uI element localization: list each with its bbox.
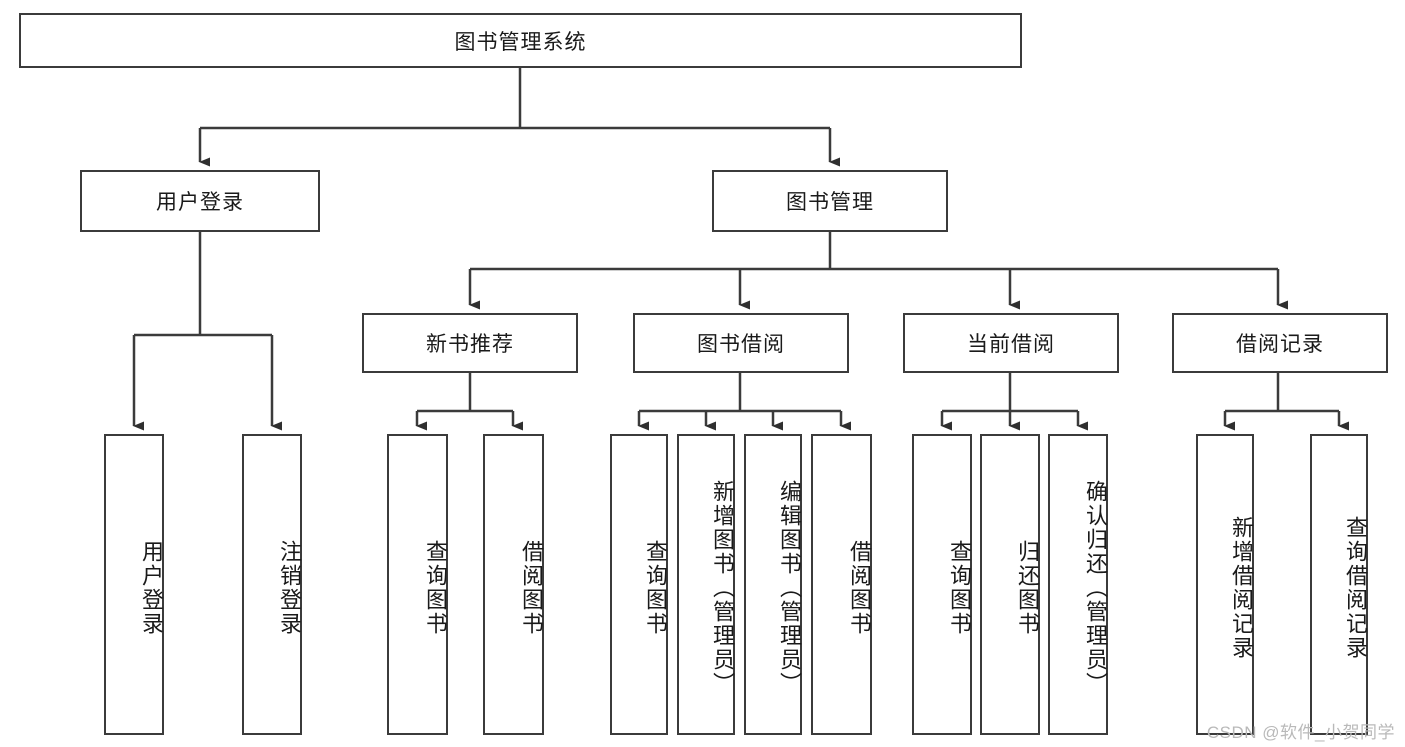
leaf-query-book-borrow[interactable]: 查询图书 — [610, 434, 668, 735]
leaf-query-book-recommend[interactable]: 查询图书 — [387, 434, 448, 735]
node-root-label: 图书管理系统 — [454, 30, 587, 54]
leaf-logout[interactable]: 注销登录 — [242, 434, 302, 735]
node-current-borrow[interactable]: 当前借阅 — [903, 313, 1119, 373]
leaf-user-login-label: 用户登录 — [139, 539, 164, 636]
node-new-book-recommend-label: 新书推荐 — [426, 333, 514, 356]
node-book-borrow[interactable]: 图书借阅 — [633, 313, 849, 373]
leaf-add-borrow-record[interactable]: 新增借阅记录 — [1196, 434, 1254, 735]
leaf-user-login[interactable]: 用户登录 — [104, 434, 164, 735]
node-book-manage[interactable]: 图书管理 — [712, 170, 948, 232]
leaf-add-book-admin-label: 新增图书（管理员） — [710, 479, 735, 696]
leaf-query-book-recommend-label: 查询图书 — [423, 539, 448, 636]
node-user-login-label: 用户登录 — [156, 191, 244, 214]
leaf-add-borrow-record-label: 新增借阅记录 — [1229, 515, 1254, 660]
leaf-return-book[interactable]: 归还图书 — [980, 434, 1040, 735]
leaf-query-book-current-label: 查询图书 — [947, 539, 972, 636]
leaf-borrow-book-recommend-label: 借阅图书 — [519, 539, 544, 636]
leaf-confirm-return-admin-label: 确认归还（管理员） — [1083, 479, 1108, 696]
leaf-logout-label: 注销登录 — [277, 539, 302, 636]
node-user-login[interactable]: 用户登录 — [80, 170, 320, 232]
leaf-edit-book-admin-label: 编辑图书（管理员） — [777, 479, 802, 696]
leaf-query-borrow-record-label: 查询借阅记录 — [1343, 515, 1368, 660]
leaf-edit-book-admin[interactable]: 编辑图书（管理员） — [744, 434, 802, 735]
node-borrow-record[interactable]: 借阅记录 — [1172, 313, 1388, 373]
leaf-return-book-label: 归还图书 — [1015, 539, 1040, 636]
leaf-borrow-book-label: 借阅图书 — [847, 539, 872, 636]
node-borrow-record-label: 借阅记录 — [1236, 333, 1324, 356]
watermark: CSDN @软件_小贺同学 — [1206, 723, 1395, 742]
leaf-query-borrow-record[interactable]: 查询借阅记录 — [1310, 434, 1368, 735]
node-current-borrow-label: 当前借阅 — [967, 333, 1055, 356]
node-new-book-recommend[interactable]: 新书推荐 — [362, 313, 578, 373]
node-book-manage-label: 图书管理 — [786, 191, 874, 214]
leaf-query-book-borrow-label: 查询图书 — [643, 539, 668, 636]
node-root[interactable]: 图书管理系统 — [19, 13, 1022, 68]
leaf-confirm-return-admin[interactable]: 确认归还（管理员） — [1048, 434, 1108, 735]
node-book-borrow-label: 图书借阅 — [697, 333, 785, 356]
leaf-query-book-current[interactable]: 查询图书 — [912, 434, 972, 735]
leaf-borrow-book[interactable]: 借阅图书 — [811, 434, 872, 735]
leaf-add-book-admin[interactable]: 新增图书（管理员） — [677, 434, 735, 735]
leaf-borrow-book-recommend[interactable]: 借阅图书 — [483, 434, 544, 735]
